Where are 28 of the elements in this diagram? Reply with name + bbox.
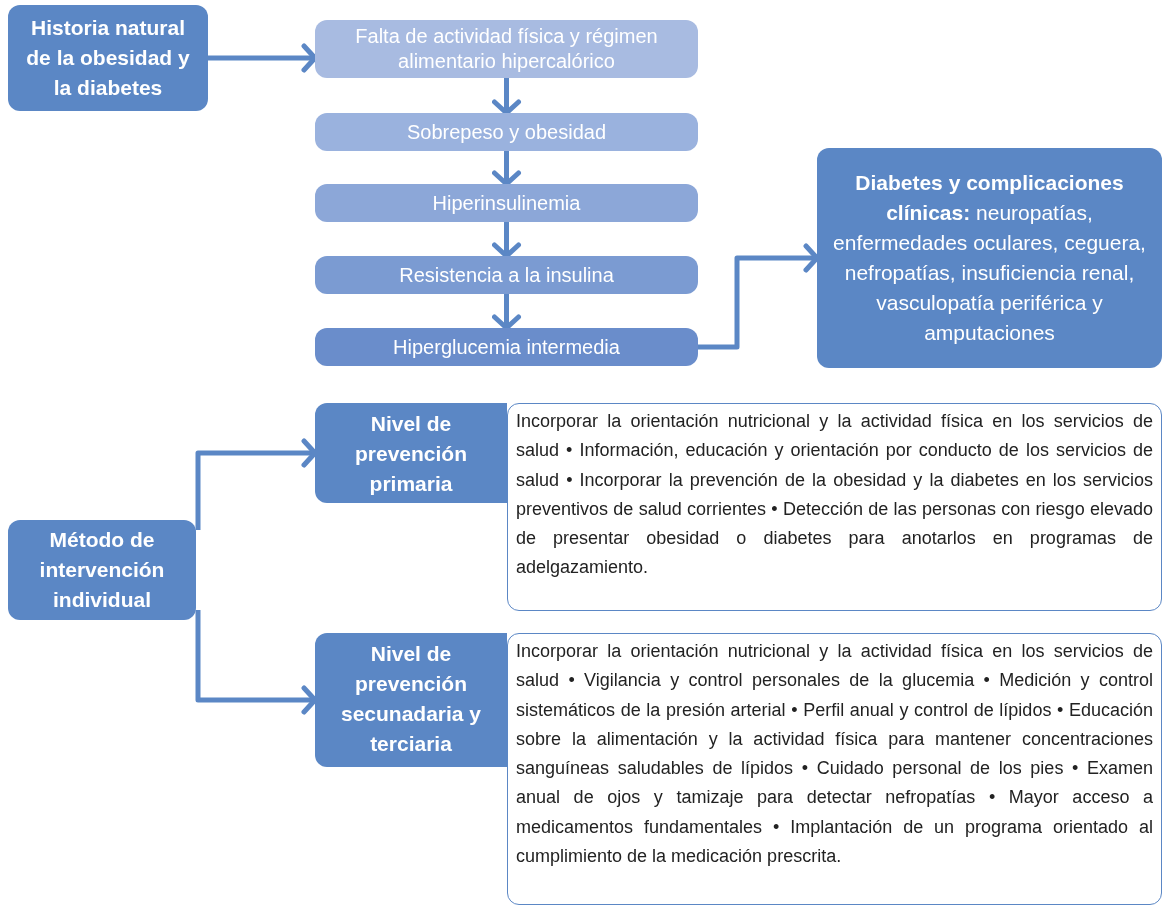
box-label: Historia natural de la obesidad y la diabetes — [25, 15, 191, 101]
level-box — [315, 633, 507, 767]
title-box — [8, 520, 196, 620]
description-text: Incorporar la orientación nutricional y la actividad física en los servicios de salud • Vigilancia y control personales de la glucemia • Medición y control sistemáticos de la presión arterial • Perfil anual y control de lípidos • Educación sobre la alimentación y la actividad física para mantener concentraciones sanguíneas saludables de lípidos • Cuidado personal de los pies • Examen anual de ojos y tamizaje para detectar nefropatías • Mayor acceso a medicamentos fundamentales • Implantación de un programa orientado al cumplimiento de la medicación prescrita. — [516, 640, 1153, 869]
box-label: Hiperinsulinemia — [432, 190, 581, 216]
process-box — [315, 20, 698, 78]
level-box — [315, 403, 507, 503]
process-box — [315, 328, 698, 366]
arrow — [492, 222, 521, 259]
arrow — [492, 151, 521, 187]
box-label: Hiperglucemia intermedia — [393, 334, 620, 360]
box-label: Falta de actividad física y régimen alimentario hipercalórico — [354, 24, 659, 74]
title-box — [8, 5, 208, 111]
box-label: Nivel de prevención primaria — [353, 411, 468, 497]
box-label: Nivel de prevención secunadaria y terciaria — [339, 641, 483, 757]
arrow — [492, 294, 521, 331]
description-panel — [507, 403, 1162, 611]
box-label: Diabetes y complicaciones clínicas: neuropatías, enfermedades oculares, ceguera, nefropatías, insuficiencia renal, vasculopatía periférica y amputaciones — [832, 170, 1147, 346]
box-label: Resistencia a la insulina — [399, 262, 614, 288]
description-panel — [507, 633, 1162, 905]
process-box — [315, 256, 698, 294]
description-text: Incorporar la orientación nutricional y la actividad física en los servicios de salud • Información, educación y orientación por conducto de los servicios de salud • Incorporar la prevención de la obesidad y la diabetes en los servicios preventivos de salud corrientes • Detección de las personas con riesgo elevado de presentar obesidad o diabetes para anotarlos en programas de adelgazamiento. — [516, 410, 1153, 580]
outcome-box — [817, 148, 1162, 368]
arrow — [492, 78, 521, 116]
box-label: Método de intervención individual — [38, 527, 166, 613]
process-box — [315, 184, 698, 222]
process-box — [315, 113, 698, 151]
box-label: Sobrepeso y obesidad — [406, 119, 606, 145]
